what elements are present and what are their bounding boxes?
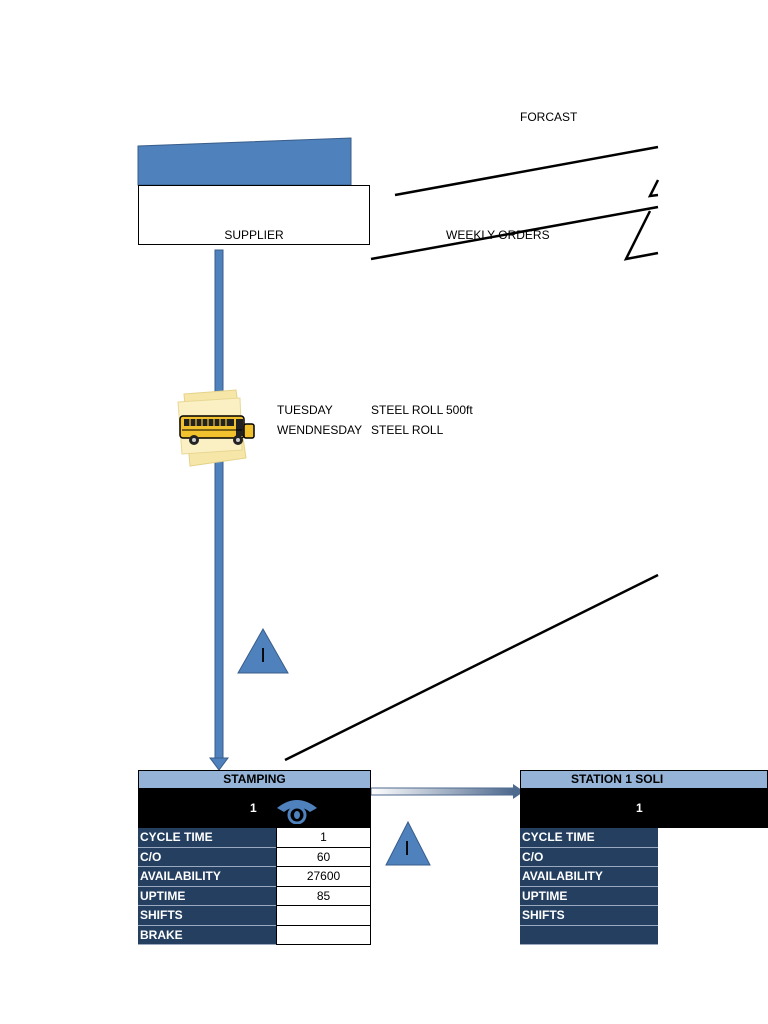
delivery-qty-1: 500ft <box>446 403 473 417</box>
stamping-row-value: 1 <box>276 828 371 848</box>
stamping-row-label: C/O <box>138 847 276 867</box>
electronic-flow-zigzag <box>623 210 659 261</box>
inventory-triangle-icon-2 <box>385 820 431 866</box>
stamping-row-value <box>276 906 371 926</box>
stamping-row-value: 27600 <box>276 867 371 887</box>
station1-row-label: SHIFTS <box>520 906 658 926</box>
schedule-line <box>284 573 659 762</box>
stamping-row-label: BRAKE <box>138 925 276 945</box>
stamping-row-value: 85 <box>276 886 371 906</box>
inventory-marker-1: I <box>260 645 266 667</box>
stamping-process-box: STAMPING 1 CYCLE TIME 1 C/O 60 AVAILABIL… <box>138 770 371 945</box>
supplier-box <box>138 185 370 245</box>
forecast-line <box>394 145 659 197</box>
table-row: AVAILABILITY 27600 <box>138 867 371 887</box>
stamping-row-label: CYCLE TIME <box>138 828 276 848</box>
truck-shipment-icon <box>176 388 260 468</box>
station1-process-box: STATION 1 SOLI 1 CYCLE TIME C/O AVAILABI… <box>520 770 768 945</box>
station1-row-label: C/O <box>520 847 658 867</box>
push-arrow-shaft <box>370 787 514 796</box>
station1-title: STATION 1 SOLI <box>520 770 768 789</box>
station1-operator-bar: 1 <box>520 789 768 828</box>
table-row <box>520 925 768 945</box>
forecast-label: FORCAST <box>520 110 578 124</box>
station1-row-label: AVAILABILITY <box>520 867 658 887</box>
weekly-orders-line <box>370 205 659 261</box>
stamping-row-value: 60 <box>276 847 371 867</box>
table-row: CYCLE TIME 1 <box>138 828 371 848</box>
operator-icon <box>274 794 320 840</box>
delivery-day-1: TUESDAY <box>277 403 333 417</box>
station1-row-label <box>520 925 658 945</box>
table-row: UPTIME 85 <box>138 886 371 906</box>
stamping-row-value <box>276 925 371 945</box>
stamping-operator-bar: 1 <box>138 789 371 828</box>
station1-row-label: UPTIME <box>520 886 658 906</box>
table-row: C/O 60 <box>138 847 371 867</box>
shipment-arrow-shaft <box>214 249 224 761</box>
delivery-item-1: STEEL ROLL <box>371 403 444 417</box>
table-row: SHIFTS <box>138 906 371 926</box>
station1-row-label: CYCLE TIME <box>520 828 658 848</box>
supplier-roof-shape <box>137 137 352 186</box>
electronic-flow-zigzag-top <box>647 179 660 198</box>
stamping-row-label: AVAILABILITY <box>138 867 276 887</box>
table-row: CYCLE TIME <box>520 828 768 848</box>
table-row: AVAILABILITY <box>520 867 768 887</box>
supplier-label: SUPPLIER <box>224 228 284 242</box>
stamping-operator-count: 1 <box>250 801 257 815</box>
station1-operator-count: 1 <box>636 801 643 815</box>
table-row: BRAKE <box>138 925 371 945</box>
table-row: UPTIME <box>520 886 768 906</box>
stamping-row-label: SHIFTS <box>138 906 276 926</box>
weekly-orders-label: WEEKLY ORDERS <box>446 228 550 242</box>
push-arrow-head <box>513 784 524 799</box>
inventory-triangle-icon <box>237 627 289 674</box>
table-row: SHIFTS <box>520 906 768 926</box>
delivery-day-2: WENDNESDAY <box>277 423 363 437</box>
shipment-arrow-head <box>209 757 229 771</box>
stamping-row-label: UPTIME <box>138 886 276 906</box>
stamping-title: STAMPING <box>138 770 371 789</box>
table-row: C/O <box>520 847 768 867</box>
delivery-item-2: STEEL ROLL <box>371 423 444 437</box>
inventory-marker-2: I <box>404 838 410 860</box>
